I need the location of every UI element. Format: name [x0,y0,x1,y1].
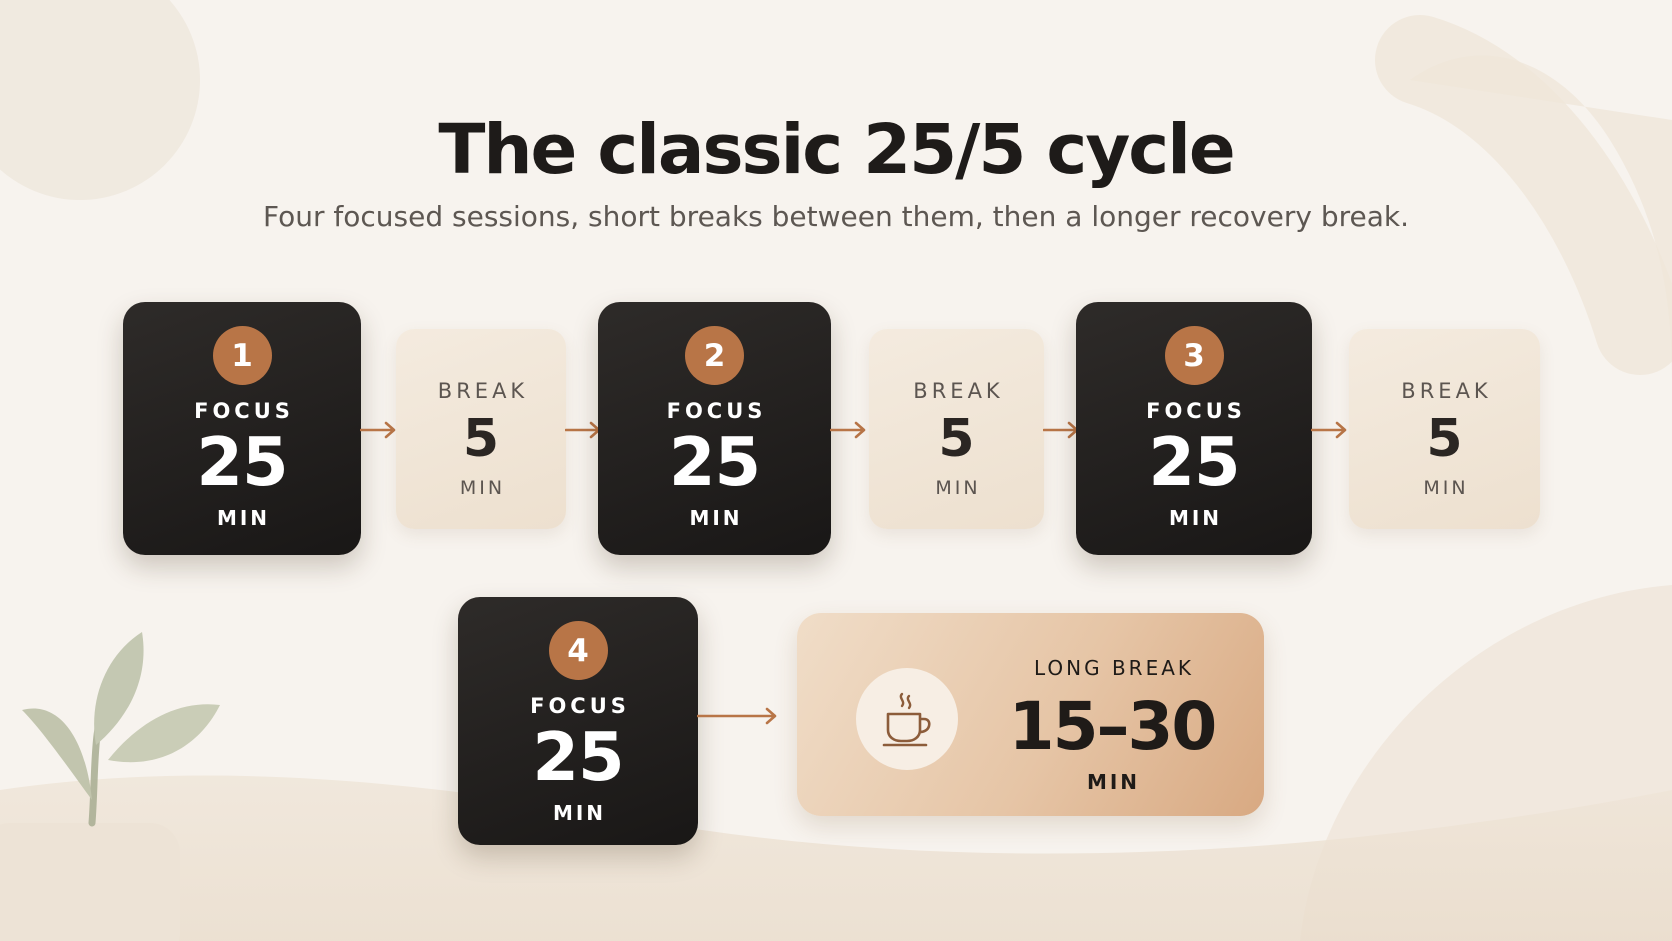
break-duration: 5 [462,409,500,469]
session-number-badge: 1 [212,326,272,385]
break-label: BREAK [437,379,529,403]
focus-label: FOCUS [530,694,630,718]
coffee-cup-icon [882,692,931,747]
long-break-card: LONG BREAK 15–30 MIN [797,613,1264,816]
break-label: BREAK [1401,379,1492,403]
focus-card-2: 2 FOCUS 25 MIN [598,302,831,555]
arrow-right-icon [360,421,396,439]
focus-duration: 25 [668,423,761,501]
long-break-duration: 15–30 [1008,688,1218,765]
cup-icon-circle [856,668,958,770]
break-label: BREAK [913,379,1004,403]
focus-unit: MIN [689,506,743,530]
focus-duration: 25 [532,718,624,796]
long-break-unit: MIN [1086,770,1141,794]
focus-unit: MIN [552,801,607,825]
session-number-badge: 2 [685,326,744,385]
page-title: The classic 25/5 cycle [438,110,1235,190]
long-break-label: LONG BREAK [1033,656,1195,680]
session-number-badge: 3 [1164,326,1224,385]
break-card-2: BREAK 5 MIN [869,329,1044,529]
arrow-right-icon [697,707,777,725]
break-card-3: BREAK 5 MIN [1349,329,1540,529]
focus-card-1: 1 FOCUS 25 MIN [123,302,361,555]
focus-unit: MIN [1168,506,1223,530]
break-unit: MIN [1423,477,1469,499]
focus-label: FOCUS [666,399,767,423]
focus-card-3: 3 FOCUS 25 MIN [1076,302,1312,555]
focus-label: FOCUS [194,399,294,423]
focus-card-4: 4 FOCUS 25 MIN [458,597,698,845]
break-unit: MIN [459,477,506,499]
break-duration: 5 [938,409,975,469]
break-unit: MIN [935,477,981,499]
focus-label: FOCUS [1146,399,1246,423]
plant-icon [22,632,220,827]
focus-duration: 25 [196,423,288,501]
arrow-right-icon [1311,421,1347,439]
arrow-right-icon [830,421,866,439]
break-duration: 5 [1426,409,1463,469]
break-card-1: BREAK 5 MIN [396,329,566,529]
focus-unit: MIN [216,506,271,530]
session-number-badge: 4 [548,621,608,680]
page-subtitle: Four focused sessions, short breaks betw… [263,200,1409,233]
focus-duration: 25 [1148,423,1240,501]
